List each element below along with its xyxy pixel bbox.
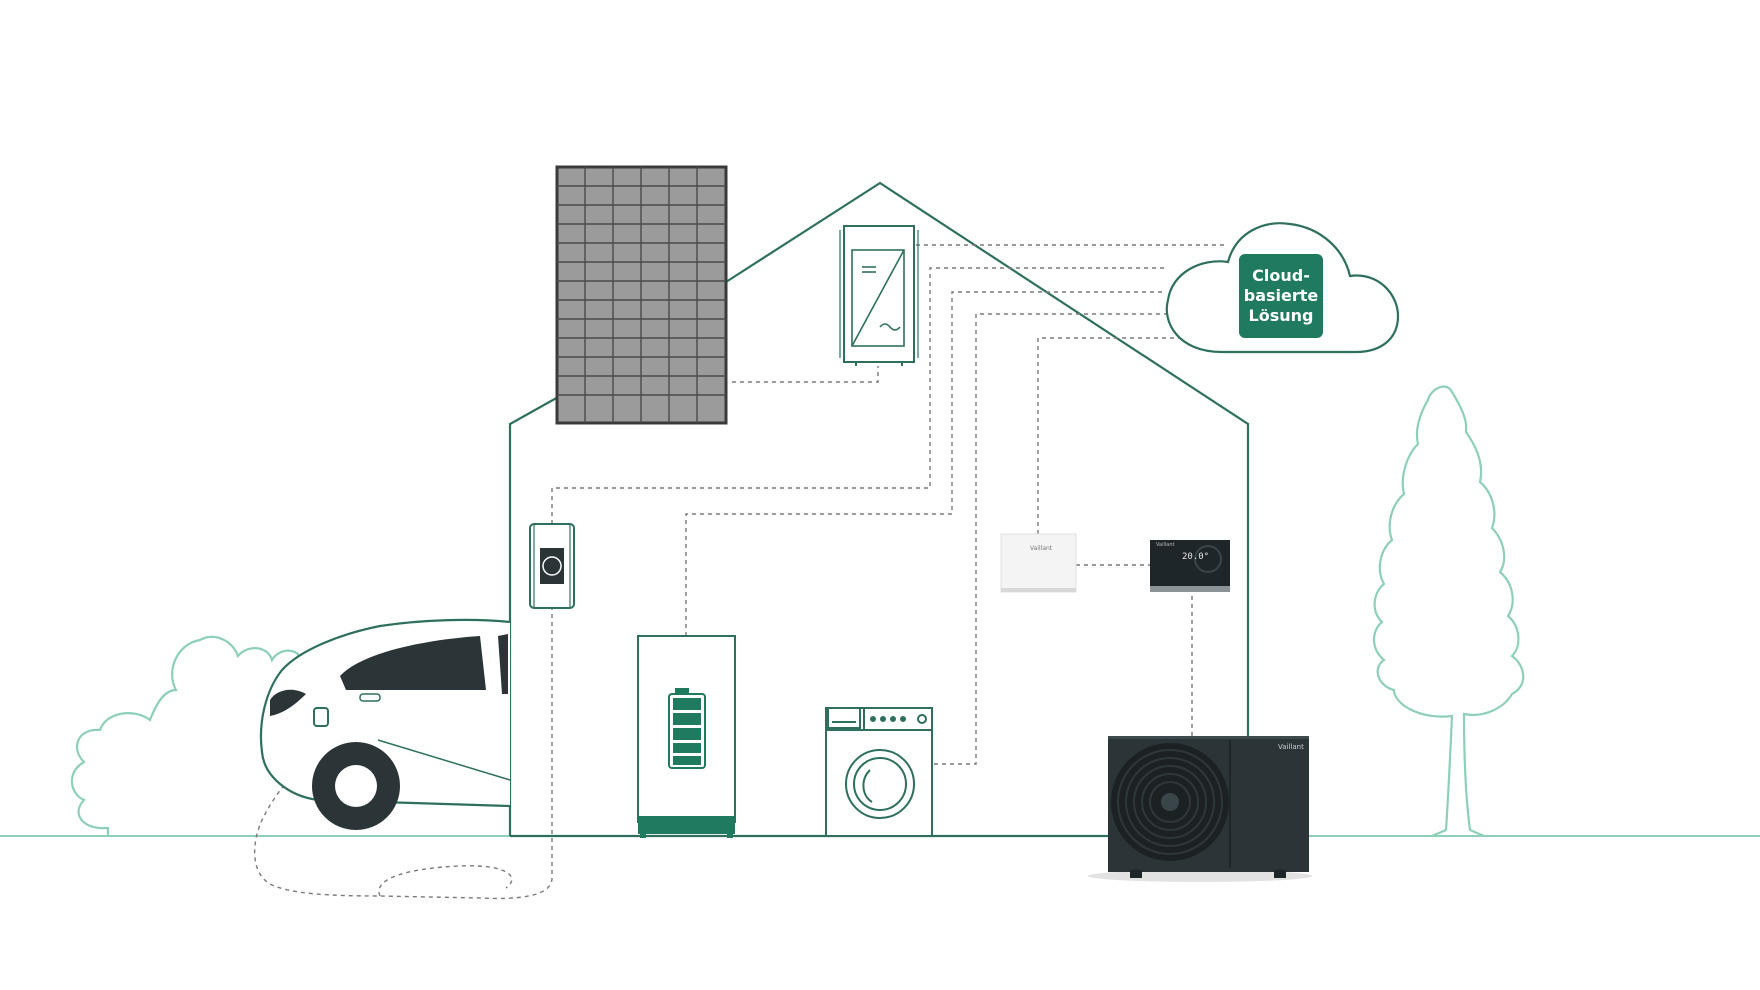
car-charge-port — [313, 707, 329, 727]
battery-storage — [637, 635, 736, 838]
cable-loop — [378, 865, 513, 897]
car-window-rear — [498, 634, 508, 694]
heat-pump-brand-logo: Vaillant — [1278, 743, 1304, 751]
tree-outline — [1372, 385, 1525, 838]
car-headlight — [270, 689, 306, 716]
thermostat-temperature: 20.0° — [1182, 552, 1210, 562]
solar-inverter-link — [732, 366, 879, 383]
washing-machine — [825, 707, 933, 837]
connection-lines — [253, 244, 1226, 900]
wallbox-cable — [253, 606, 553, 900]
car-window — [340, 636, 486, 690]
gateway — [1000, 533, 1077, 593]
washer-cloud-link — [934, 313, 1166, 765]
gateway-cloud-link — [1037, 337, 1186, 534]
solar-panel — [555, 165, 728, 425]
thermostat-brand-logo: Vaillant — [1156, 542, 1175, 548]
electric-car — [259, 618, 511, 830]
thermostat — [1150, 540, 1230, 592]
cloud-label-line3: Lösung — [1248, 306, 1314, 325]
wallbox — [529, 523, 575, 609]
cloud-label-line2: basierte — [1243, 286, 1319, 305]
inverter — [839, 225, 919, 366]
bush-outline — [70, 635, 302, 836]
heat-pump — [1088, 736, 1312, 882]
gateway-brand-logo: Vaillant — [1030, 545, 1053, 552]
cloud-solution-badge: Cloud- basierte Lösung — [1239, 254, 1323, 338]
wallbox-cloud-link — [551, 267, 1166, 524]
battery-cloud-link — [685, 291, 1166, 636]
cloud-label-line1: Cloud- — [1252, 266, 1310, 285]
car-door-handle — [359, 693, 381, 702]
